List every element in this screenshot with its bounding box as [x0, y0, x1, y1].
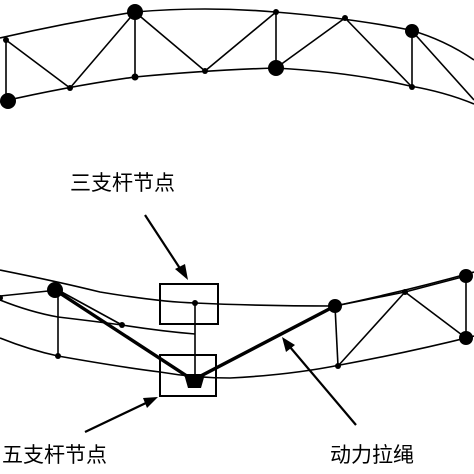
upper-node-small [273, 9, 279, 15]
upper-node-small [67, 85, 73, 91]
five-bar-node-marker [184, 374, 205, 388]
lower-node-small [402, 289, 408, 295]
three-bar-node-label: 三支杆节点 [70, 171, 175, 195]
upper-diagonal [134, 11, 206, 72]
five-bar-node-box [159, 354, 217, 397]
three-bar-node-box [159, 283, 219, 325]
upper-diagonal [344, 17, 413, 88]
upper-diagonal [69, 11, 136, 89]
upper-node-small [202, 68, 208, 74]
upper-node-big [127, 4, 143, 20]
five-bar-node-label: 五支杆节点 [2, 443, 107, 467]
lower-truss [0, 269, 474, 379]
lower-node-small [335, 363, 341, 369]
upper-node-big [268, 60, 284, 76]
upper-node-small [342, 15, 348, 21]
arrow-power-cable [282, 337, 357, 426]
lower-diagonal [334, 291, 406, 307]
lower-node-small [0, 295, 3, 301]
upper-node-small [409, 84, 415, 90]
upper-diagonal [5, 39, 71, 89]
upper-node-small [131, 73, 139, 81]
lower-node-big [459, 331, 473, 345]
lower-top-chord [0, 269, 474, 307]
upper-node-big [0, 93, 16, 109]
arrow-three-bar-node [144, 214, 188, 280]
lower-diagonal [57, 289, 123, 326]
upper-diagonal [275, 17, 346, 69]
arrow-five-bar-node [84, 397, 158, 433]
lower-node-big [459, 269, 473, 283]
upper-node-big [405, 24, 419, 38]
lower-vertical [334, 305, 339, 367]
power-cable-label: 动力拉绳 [330, 443, 414, 467]
lower-node-small [55, 353, 61, 359]
lower-node-small [192, 300, 198, 306]
upper-diagonal [204, 11, 277, 72]
upper-top-chord [0, 8, 474, 61]
lower-diagonal [404, 275, 467, 293]
lower-middle-chord [0, 299, 196, 335]
lower-node-small [119, 322, 125, 328]
lower-diagonal [337, 291, 406, 367]
upper-diagonal [411, 30, 474, 101]
lower-diagonal [404, 291, 467, 339]
upper-truss [0, 4, 474, 109]
upper-node-small [3, 37, 9, 43]
